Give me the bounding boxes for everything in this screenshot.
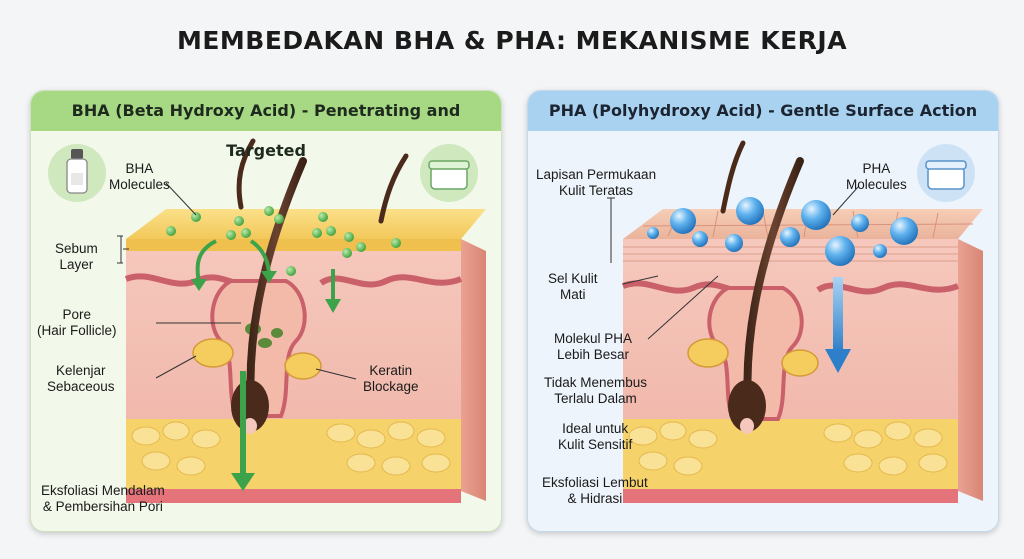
pha-molecules — [647, 197, 918, 266]
pha-header: PHA (Polyhydroxy Acid) - Gentle Surface … — [528, 91, 998, 131]
dropper-bottle-icon — [48, 144, 106, 202]
sebaceous-gland — [192, 338, 322, 380]
bha-molecules — [166, 206, 401, 276]
pha-skin-diagram — [607, 140, 983, 503]
pore-label: Pore(Hair Follicle) — [37, 307, 117, 338]
cream-jar-icon — [420, 144, 478, 202]
page-title: MEMBEDAKAN BHA & PHA: MEKANISME KERJA — [176, 26, 848, 55]
bha-skin-diagram — [48, 138, 486, 503]
cream-jar-icon — [917, 144, 975, 202]
bha-panel: BHA (Beta Hydroxy Acid) - Penetrating an… — [30, 90, 502, 532]
bha-result-label: Eksfoliasi Mendalam& Pembersihan Pori — [41, 483, 165, 514]
surface-action-arrow — [825, 277, 851, 373]
pha-panel: PHA (Polyhydroxy Acid) - Gentle Surface … — [527, 90, 999, 532]
pha-result-label: Eksfoliasi Lembut& Hidrasi — [542, 475, 648, 506]
bha-header: BHA (Beta Hydroxy Acid) - Penetrating an… — [31, 91, 501, 160]
